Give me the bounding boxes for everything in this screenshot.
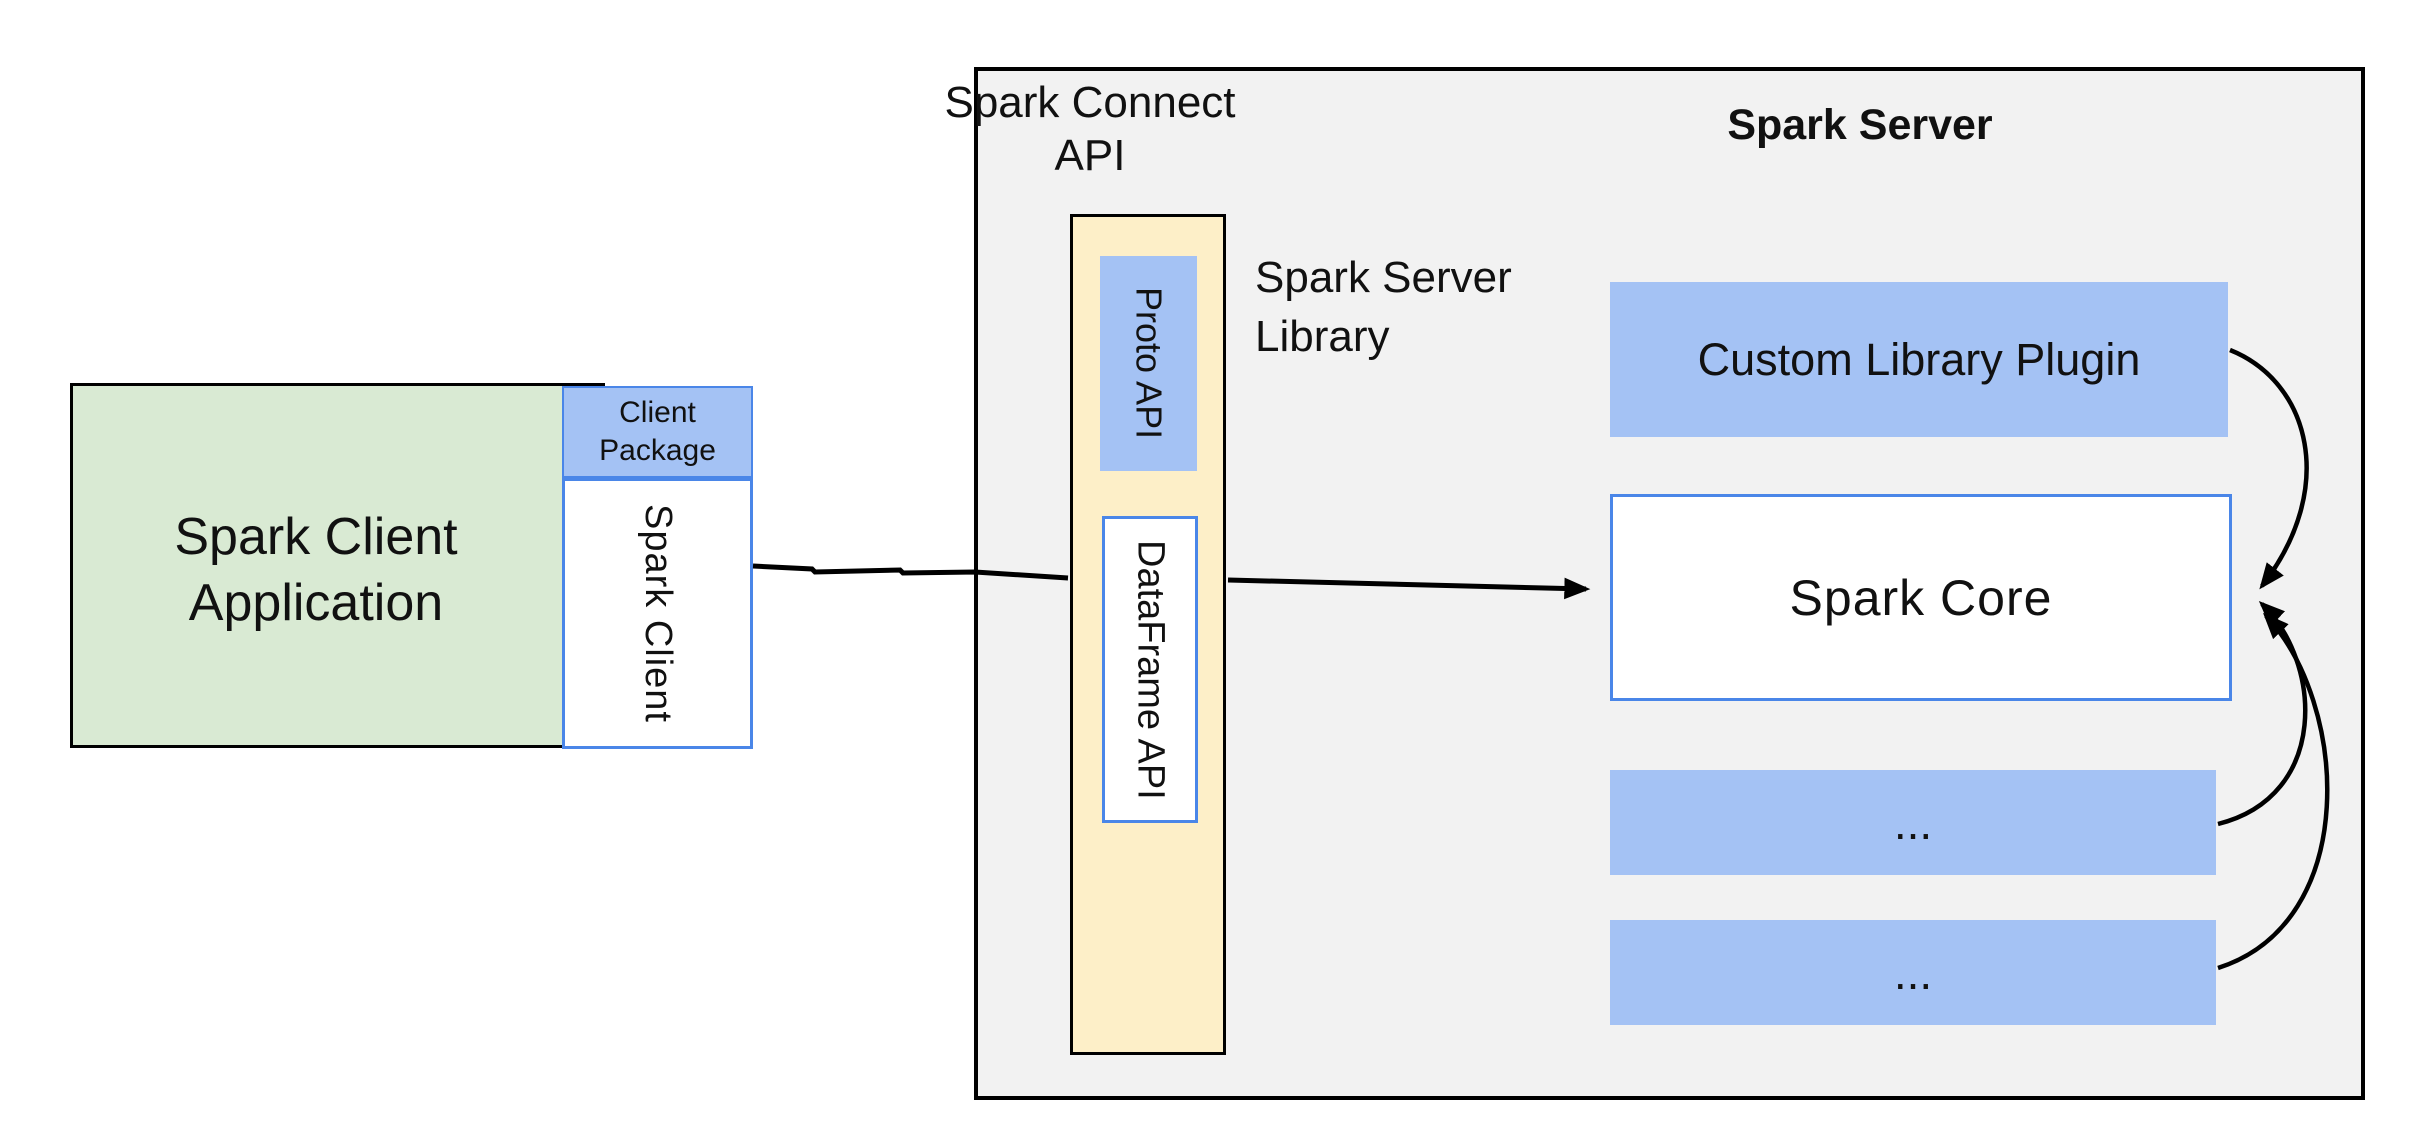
dataframe-api-label: DataFrame API — [1129, 539, 1172, 800]
other-plugin-label-2: ... — [1893, 946, 1933, 999]
client-package-box: Client Package — [562, 386, 753, 478]
spark-core-label: Spark Core — [1789, 569, 2053, 626]
spark-connect-api-label: Spark Connect API — [944, 78, 1236, 180]
spark-server-library-label: Spark Server Library — [1255, 253, 1512, 361]
other-plugin-box-1: ... — [1610, 770, 2216, 875]
other-plugin-label-1: ... — [1893, 796, 1933, 849]
spark-client-label: Spark Client — [637, 504, 679, 723]
client-package-label: Client Package — [599, 396, 716, 467]
custom-library-plugin-label: Custom Library Plugin — [1697, 333, 2141, 385]
proto-api-box: Proto API — [1100, 256, 1197, 471]
spark-client-box: Spark Client — [562, 478, 753, 749]
spark-core-box: Spark Core — [1610, 494, 2232, 701]
dataframe-api-box: DataFrame API — [1102, 516, 1198, 823]
spark-server-title: Spark Server — [1727, 100, 1993, 149]
other-plugin-box-2: ... — [1610, 920, 2216, 1025]
custom-library-plugin-box: Custom Library Plugin — [1610, 282, 2228, 437]
spark-client-application-box — [70, 383, 605, 748]
proto-api-label: Proto API — [1128, 287, 1170, 440]
spark-client-application-label: Spark Client Application — [174, 508, 458, 632]
